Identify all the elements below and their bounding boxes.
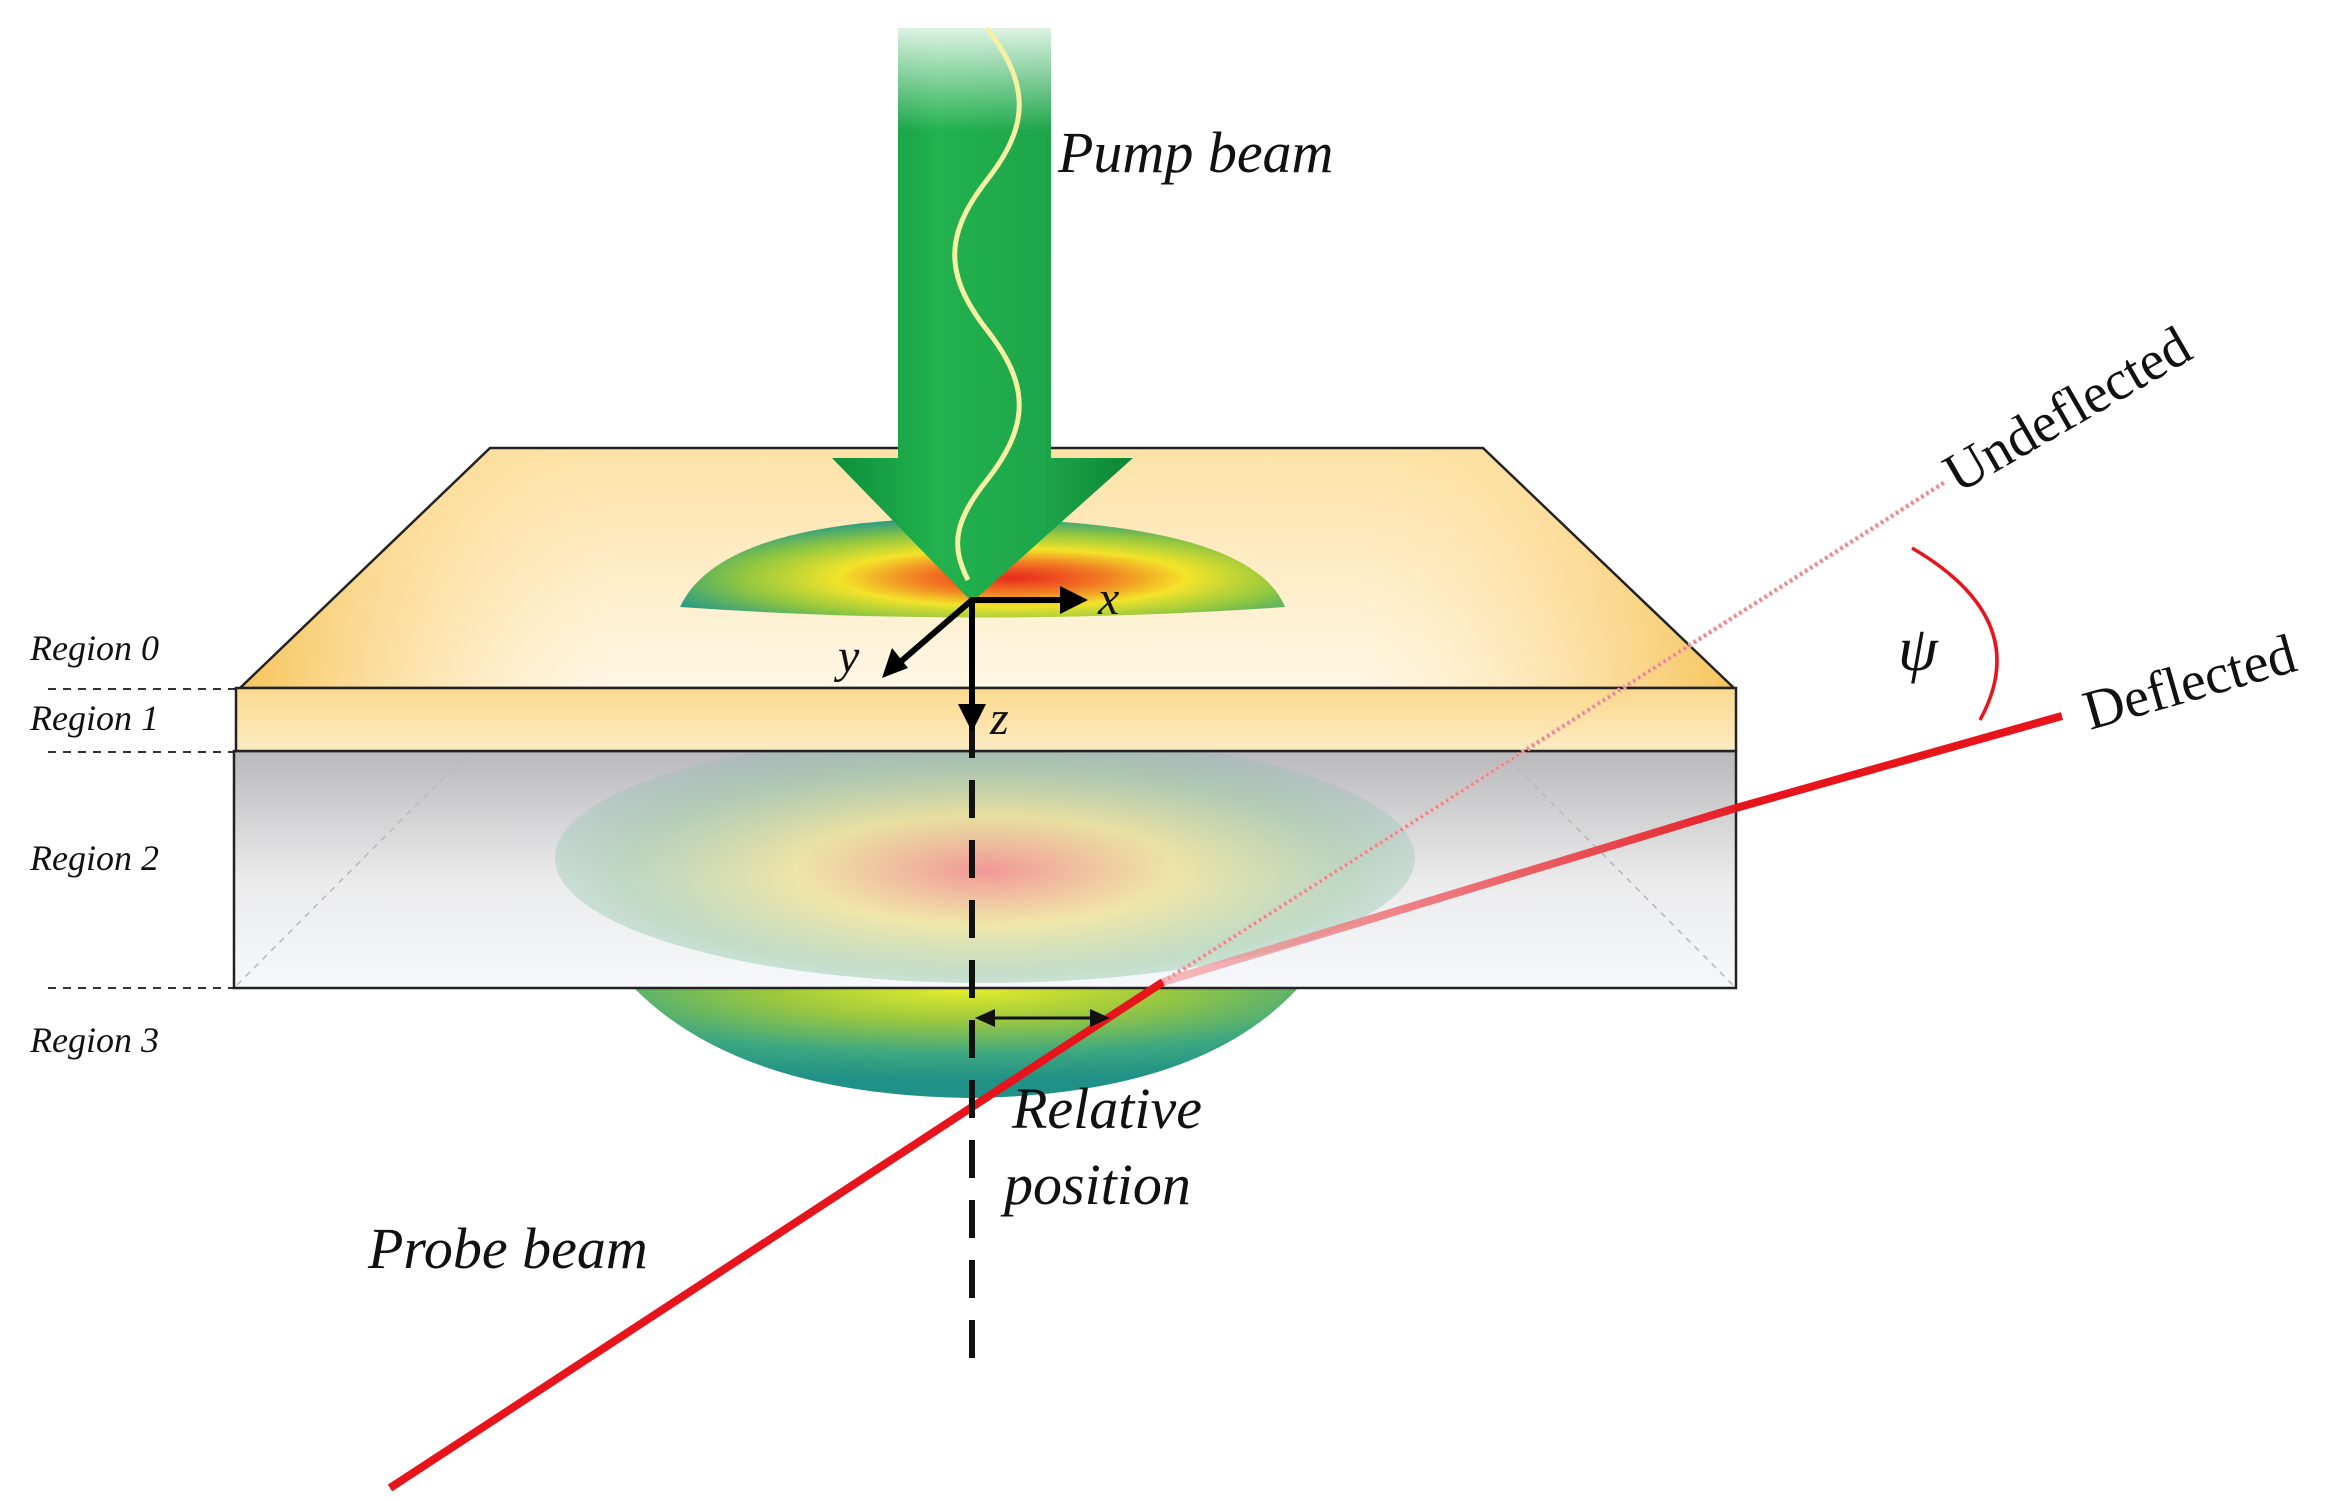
relative-position-label-line-1: Relative bbox=[1011, 1076, 1202, 1141]
axis-z-label: z bbox=[989, 692, 1009, 745]
relative-position-label-line-2: position bbox=[1000, 1152, 1191, 1217]
pump-beam-label: Pump beam bbox=[1057, 120, 1333, 185]
region-boundaries bbox=[48, 688, 238, 989]
undeflected-probe-beam bbox=[1161, 479, 1947, 985]
substrate-inner-edges bbox=[235, 751, 1735, 987]
pump-wave bbox=[952, 26, 1022, 582]
region-2-label: Region 2 bbox=[29, 838, 159, 878]
probe-beam bbox=[387, 712, 2064, 1492]
heat-spot-region-2 bbox=[555, 751, 1415, 983]
axis-y-label: y bbox=[833, 630, 860, 683]
heat-spot-region-3 bbox=[634, 988, 1298, 1098]
probe-beam-label: Probe beam bbox=[367, 1216, 648, 1281]
psi-label: ψ bbox=[1898, 613, 1939, 684]
undeflected-label: Undeflected bbox=[1934, 315, 2202, 506]
coordinate-axes bbox=[882, 586, 1088, 732]
axis-x-label: x bbox=[1097, 572, 1119, 625]
relative-position-arrow bbox=[975, 1009, 1110, 1027]
region-1-label: Region 1 bbox=[29, 698, 159, 738]
pump-beam-arrow bbox=[832, 26, 1133, 602]
deflection-angle-arc bbox=[1911, 546, 1999, 721]
deflected-label: Deflected bbox=[2076, 623, 2302, 743]
region-0-label: Region 0 bbox=[29, 628, 159, 668]
region-3-label: Region 3 bbox=[29, 1020, 159, 1060]
